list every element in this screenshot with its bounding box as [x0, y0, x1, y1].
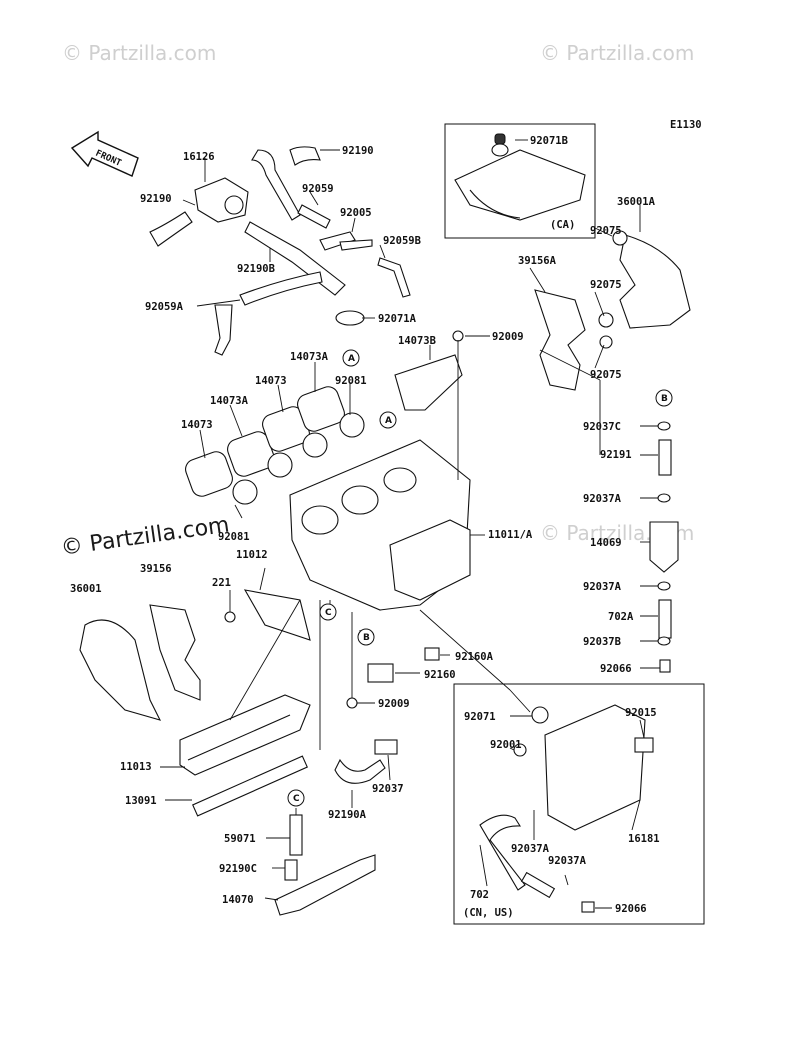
- part-label-92037c: 92037C: [583, 421, 621, 433]
- region-note-cn-us: (CN, US): [463, 907, 514, 919]
- part-label-92059b: 92059B: [383, 235, 421, 247]
- bolt-221: [224, 611, 236, 623]
- ca-cover-part: [454, 133, 586, 221]
- part-label-36001: 36001: [70, 583, 102, 595]
- diagram-code: E1130: [670, 119, 702, 131]
- left-side-bracket-39156: [149, 604, 201, 701]
- part-label-11011a: 11011/A: [488, 529, 533, 541]
- part-label-92015: 92015: [625, 707, 657, 719]
- callout-b-housing: B: [357, 628, 375, 646]
- part-label-92059: 92059: [302, 183, 334, 195]
- part-label-39156a: 39156A: [518, 255, 557, 267]
- watermark-mid-left: © Partzilla.com: [59, 513, 231, 561]
- pad-92160a: [424, 647, 440, 661]
- part-label-92190-left: 92190: [140, 193, 172, 205]
- canister-16181: [479, 704, 654, 913]
- inset-box-ca: [444, 123, 596, 239]
- watermark-top-right: © Partzilla.com: [540, 41, 694, 65]
- part-label-92037b: 92037B: [583, 636, 621, 648]
- part-label-92037a-4: 92037A: [548, 855, 587, 867]
- part-label-92081-top: 92081: [335, 375, 367, 387]
- part-label-16181: 16181: [628, 833, 660, 845]
- part-label-14073b: 14073B: [398, 335, 436, 347]
- callout-c-housing-text: C: [325, 608, 332, 618]
- part-label-92190b: 92190B: [237, 263, 275, 275]
- callout-b-right-text: B: [661, 394, 668, 404]
- left-side-cover-36001: [79, 619, 162, 721]
- callout-a-top-text: A: [348, 354, 355, 364]
- part-label-702a: 702A: [608, 611, 634, 623]
- part-label-92037a-1: 92037A: [583, 493, 622, 505]
- air-filter-element: [179, 694, 311, 817]
- region-note-ca: (CA): [550, 219, 575, 231]
- watermark-top-left: © Partzilla.com: [62, 41, 216, 65]
- part-label-59071: 59071: [224, 833, 256, 845]
- part-label-92071a: 92071A: [378, 313, 417, 325]
- callout-b-housing-text: B: [363, 633, 370, 643]
- front-arrow-icon: FRONT: [70, 130, 139, 177]
- part-label-14073-mid: 14073: [255, 375, 287, 387]
- intake-boots: [185, 386, 365, 505]
- part-label-92191: 92191: [600, 449, 632, 461]
- part-label-92037: 92037: [372, 783, 404, 795]
- part-label-14073a-top: 14073A: [290, 351, 329, 363]
- part-label-14070: 14070: [222, 894, 254, 906]
- part-label-14073a-left: 14073A: [210, 395, 249, 407]
- holder-plate-11012: [243, 589, 311, 641]
- part-label-14073-left: 14073: [181, 419, 213, 431]
- callout-b-right: B: [655, 389, 673, 407]
- pad-92160: [367, 663, 394, 683]
- part-label-92059a: 92059A: [145, 301, 184, 313]
- part-label-92009-bottom: 92009: [378, 698, 410, 710]
- inset-box-cn-us: [453, 683, 705, 925]
- part-label-92075-top: 92075: [590, 225, 622, 237]
- part-label-92075-bottom: 92075: [590, 369, 622, 381]
- callout-a-housing-text: A: [385, 416, 392, 426]
- part-label-92037a-3: 92037A: [511, 843, 550, 855]
- part-label-92001: 92001: [490, 739, 522, 751]
- screw-92009-a: [452, 330, 464, 342]
- part-label-11013: 11013: [120, 761, 152, 773]
- lower-hoses: [274, 739, 398, 916]
- part-label-13091: 13091: [125, 795, 157, 807]
- part-label-92190-top: 92190: [342, 145, 374, 157]
- right-hose-column: [649, 421, 679, 673]
- part-label-92071: 92071: [464, 711, 496, 723]
- air-cleaner-housing: [289, 354, 471, 611]
- callout-c-lower: C: [287, 789, 305, 807]
- part-label-92075-mid: 92075: [590, 279, 622, 291]
- part-label-11012: 11012: [236, 549, 268, 561]
- part-label-92071b: 92071B: [530, 135, 568, 147]
- right-side-cover-36001a: [598, 230, 691, 349]
- part-label-92066-right: 92066: [600, 663, 632, 675]
- screw-92009-b: [346, 697, 358, 709]
- right-side-bracket-39156a: [534, 289, 586, 391]
- callout-c-housing: C: [319, 603, 337, 621]
- part-label-36001a: 36001A: [617, 196, 656, 208]
- part-label-92005: 92005: [340, 207, 372, 219]
- callout-a-top: A: [342, 349, 360, 367]
- callout-c-lower-text: C: [293, 794, 300, 804]
- part-label-92160: 92160: [424, 669, 456, 681]
- part-label-92190a: 92190A: [328, 809, 367, 821]
- callout-a-housing: A: [379, 411, 397, 429]
- part-label-92160a: 92160A: [455, 651, 494, 663]
- part-label-16126: 16126: [183, 151, 215, 163]
- part-label-92066-bottom: 92066: [615, 903, 647, 915]
- part-label-92009-top: 92009: [492, 331, 524, 343]
- part-labels: 16126 92190 92190 92059 92005 92059B 921…: [70, 135, 660, 915]
- part-label-92081-bottom: 92081: [218, 531, 250, 543]
- vacuum-valve-assembly: [149, 146, 411, 356]
- part-label-92190c: 92190C: [219, 863, 257, 875]
- part-label-92037a-2: 92037A: [583, 581, 622, 593]
- part-label-221: 221: [212, 577, 231, 589]
- part-label-702: 702: [470, 889, 489, 901]
- part-label-14069: 14069: [590, 537, 622, 549]
- leader-lines: [160, 139, 660, 909]
- part-label-39156: 39156: [140, 563, 172, 575]
